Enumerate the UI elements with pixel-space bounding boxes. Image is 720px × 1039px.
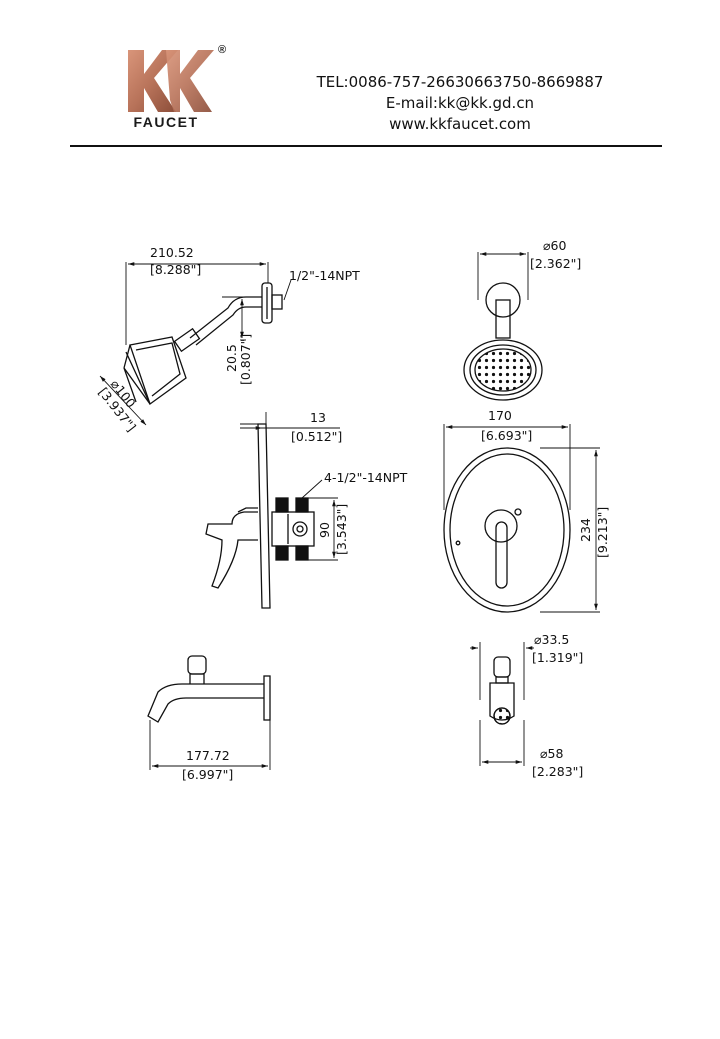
- dim-spout-length-mm: 177.72: [186, 748, 230, 763]
- dim-plate-height-in: [9.213"]: [595, 507, 610, 558]
- dim-valve-height-in: [3.543"]: [334, 504, 349, 555]
- dim-shower-arm-length-in: [8.288"]: [150, 262, 201, 277]
- dim-spout-flange-dia-mm: ⌀58: [540, 746, 563, 761]
- contact-website: www.kkfaucet.com: [389, 115, 531, 133]
- dim-spout-length-in: [6.997"]: [182, 767, 233, 782]
- tub-spout-front-view: [470, 642, 534, 766]
- registered-mark: ®: [218, 44, 227, 56]
- dim-trim-depth-in: [0.512"]: [291, 429, 342, 444]
- dim-shower-arm-drop-mm: 20.5: [224, 344, 239, 372]
- header-rule: [70, 145, 662, 147]
- shower-head-front-view: [463, 252, 543, 401]
- valve-trim-front-view: [443, 424, 600, 613]
- dim-valve-height-mm: 90: [317, 522, 332, 538]
- dim-shower-arm-length-mm: 210.52: [150, 245, 194, 260]
- dim-plate-height-mm: 234: [578, 518, 593, 542]
- dim-plate-width-in: [6.693"]: [481, 428, 532, 443]
- dim-spout-diverter-dia-mm: ⌀33.5: [534, 632, 569, 647]
- valve-trim-side-view: [205, 412, 340, 609]
- tub-spout-side-view: [147, 655, 271, 770]
- dim-spout-diverter-dia-in: [1.319"]: [532, 650, 583, 665]
- dim-valve-thread: 4-1/2"-14NPT: [324, 470, 408, 485]
- logo-wordmark: FAUCET: [133, 114, 199, 130]
- dim-shower-flange-dia-in: [2.362"]: [530, 256, 581, 271]
- kk-logo-mark: [128, 50, 214, 112]
- dim-trim-depth-mm: 13: [310, 410, 326, 425]
- kk-faucet-logo: ® FAUCET: [118, 42, 238, 134]
- page-header: ® FAUCET TEL:0086-757-26630663750-866988…: [0, 0, 720, 160]
- shower-head-side-view: [99, 262, 292, 426]
- dim-spout-flange-dia-in: [2.283"]: [532, 764, 583, 779]
- dim-shower-flange-dia-mm: ⌀60: [543, 238, 566, 253]
- contact-tel: TEL:0086-757-26630663750-8669887: [316, 73, 604, 91]
- dim-shower-arm-thread: 1/2"-14NPT: [289, 268, 360, 283]
- dim-shower-arm-drop-in: [0.807"]: [238, 334, 253, 385]
- contact-block: TEL:0086-757-26630663750-8669887 E-mail:…: [300, 72, 620, 135]
- contact-email: E-mail:kk@kk.gd.cn: [385, 94, 535, 112]
- dim-plate-width-mm: 170: [488, 408, 512, 423]
